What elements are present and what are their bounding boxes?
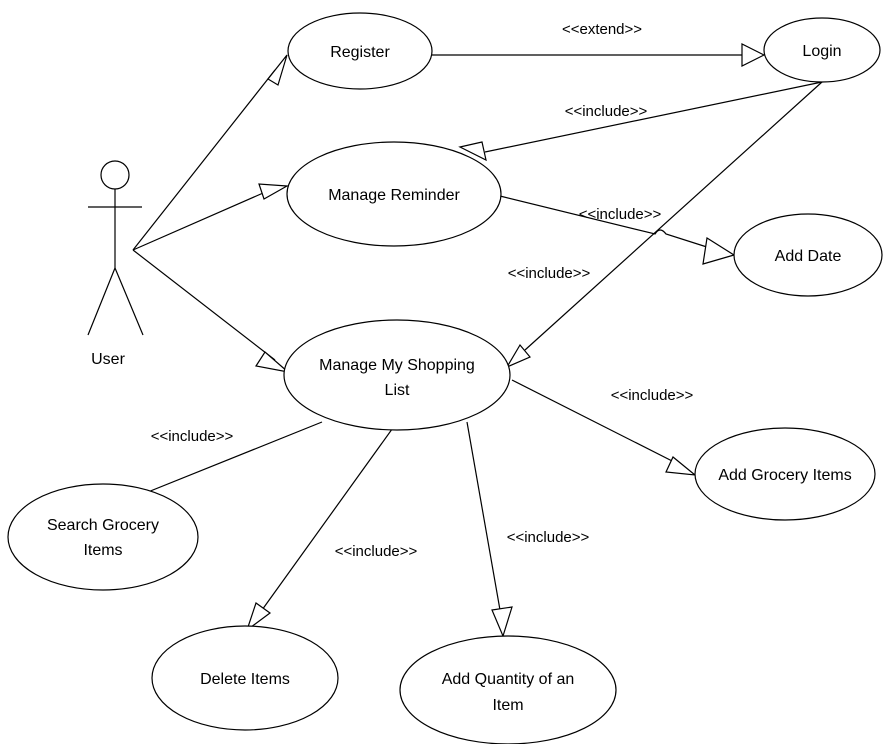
use-case-register: Register bbox=[287, 12, 433, 90]
use-case-add-quantity: Add Quantity of an Item bbox=[399, 635, 617, 744]
use-case-add-quantity-line1: Add Quantity of an bbox=[442, 671, 575, 688]
use-case-manage-shopping-list: Manage My Shopping List bbox=[283, 319, 511, 431]
use-case-manage-shopping-list-line1: Manage My Shopping bbox=[319, 357, 475, 374]
use-case-add-date: Add Date bbox=[733, 213, 883, 297]
use-case-login-label: Login bbox=[802, 43, 841, 60]
arrowhead-register bbox=[267, 54, 288, 86]
label-extend: <<extend>> bbox=[562, 21, 642, 38]
relation-register-login: <<extend>> bbox=[432, 21, 766, 67]
arrowhead-reminder-include bbox=[458, 141, 487, 162]
arrowhead-list-include bbox=[505, 343, 531, 369]
use-case-search-grocery-items: Search Grocery Items bbox=[7, 483, 199, 591]
arrowhead-add-grocery bbox=[665, 456, 697, 476]
use-case-search-grocery-items-line1: Search Grocery bbox=[47, 517, 159, 534]
use-case-add-quantity-line2: Item bbox=[492, 697, 523, 714]
arrowhead-delete bbox=[245, 602, 272, 632]
relation-list-quantity: <<include>> bbox=[466, 421, 590, 638]
label-include-list-grocery: <<include>> bbox=[611, 387, 694, 404]
use-case-add-grocery-items: Add Grocery Items bbox=[694, 427, 876, 521]
actor-associations bbox=[132, 54, 291, 373]
relation-reminder-date: <<include>> bbox=[499, 195, 736, 265]
use-case-search-grocery-items-line2: Items bbox=[83, 542, 122, 559]
relation-list-grocery: <<include>> bbox=[511, 379, 697, 476]
actor-user-label: User bbox=[91, 351, 125, 368]
relation-login-reminder: <<include>> bbox=[458, 81, 823, 162]
label-include-list-search: <<include>> bbox=[151, 428, 234, 445]
label-include-list-quantity: <<include>> bbox=[507, 529, 590, 546]
use-case-add-grocery-items-label: Add Grocery Items bbox=[718, 467, 851, 484]
relation-list-delete: <<include>> bbox=[245, 424, 418, 632]
label-include-list-delete: <<include>> bbox=[335, 543, 418, 560]
use-case-register-label: Register bbox=[330, 44, 390, 61]
arrowhead-reminder bbox=[258, 183, 290, 200]
arrowhead-login bbox=[741, 43, 766, 67]
use-case-delete-items: Delete Items bbox=[151, 625, 339, 731]
use-case-manage-reminder-label: Manage Reminder bbox=[328, 187, 460, 204]
relation-login-list: <<include>> bbox=[505, 81, 823, 369]
label-include-login-reminder: <<include>> bbox=[565, 103, 648, 120]
actor-user: User bbox=[87, 160, 144, 368]
use-case-add-date-label: Add Date bbox=[775, 248, 842, 265]
label-include-reminder-date: <<include>> bbox=[579, 206, 662, 223]
use-case-delete-items-label: Delete Items bbox=[200, 671, 290, 688]
arrowhead-quantity bbox=[491, 606, 513, 638]
use-case-login: Login bbox=[763, 17, 881, 83]
label-include-login-list: <<include>> bbox=[508, 265, 591, 282]
use-case-manage-reminder: Manage Reminder bbox=[286, 141, 502, 247]
use-case-manage-shopping-list-line2: List bbox=[385, 382, 410, 399]
arrowhead-add-date bbox=[702, 237, 736, 265]
arrowhead-manage-list bbox=[255, 351, 291, 373]
